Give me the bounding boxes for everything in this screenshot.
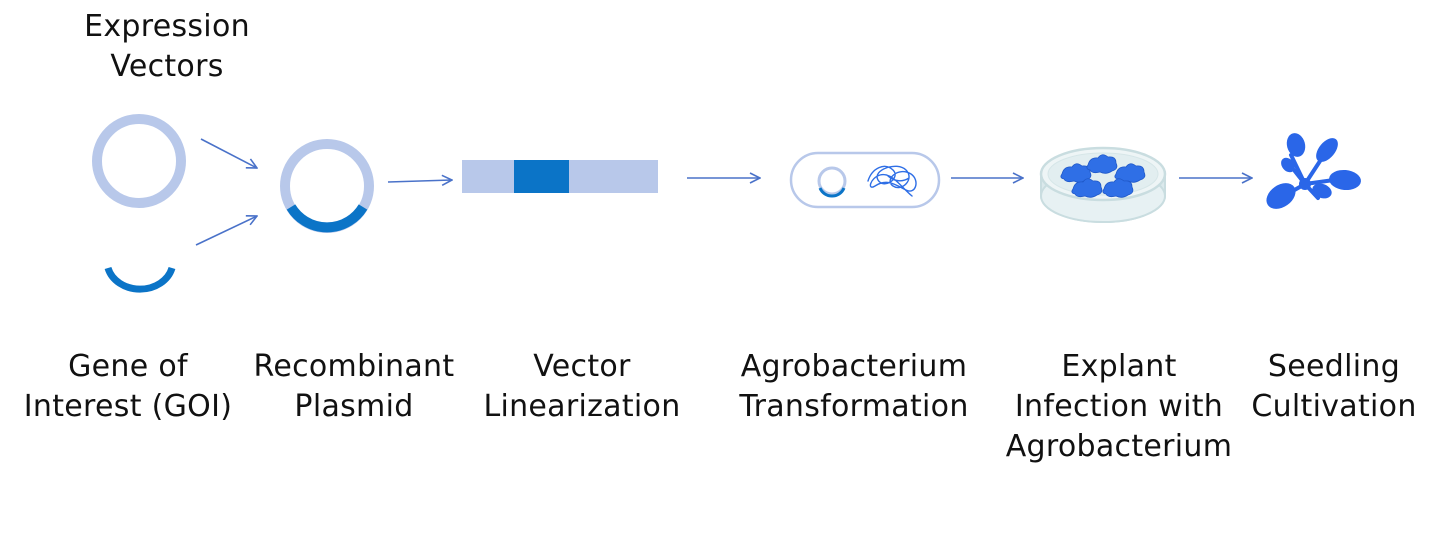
label-vector-linearization: Vector Linearization: [483, 349, 681, 424]
label-recombinant-plasmid: Recombinant Plasmid: [253, 349, 455, 424]
linear-dna-icon: [462, 160, 658, 193]
circular-plasmid-icon: [92, 114, 186, 208]
label-agrobacterium-transformation: Agrobacterium Transformation: [739, 349, 969, 424]
seedling-icon: [1266, 133, 1361, 209]
label-explant-infection: Explant Infection with Agrobacterium: [1005, 349, 1233, 464]
arrow-vector-to-recombinant: [200, 138, 257, 168]
label-expression-vectors: Expression Vectors: [84, 9, 250, 84]
label-gene-of-interest: Gene of Interest (GOI): [23, 349, 233, 424]
label-seedling-cultivation: Seedling Cultivation: [1251, 349, 1417, 424]
arrow-recombinant-to-linear: [387, 180, 452, 182]
petri-dish-icon: [1039, 146, 1167, 223]
gene-fragment-icon: [104, 266, 176, 293]
agrobacterium-icon: [789, 151, 941, 209]
recombinant-plasmid-icon: [280, 139, 374, 233]
arrow-goi-to-recombinant: [195, 216, 257, 246]
